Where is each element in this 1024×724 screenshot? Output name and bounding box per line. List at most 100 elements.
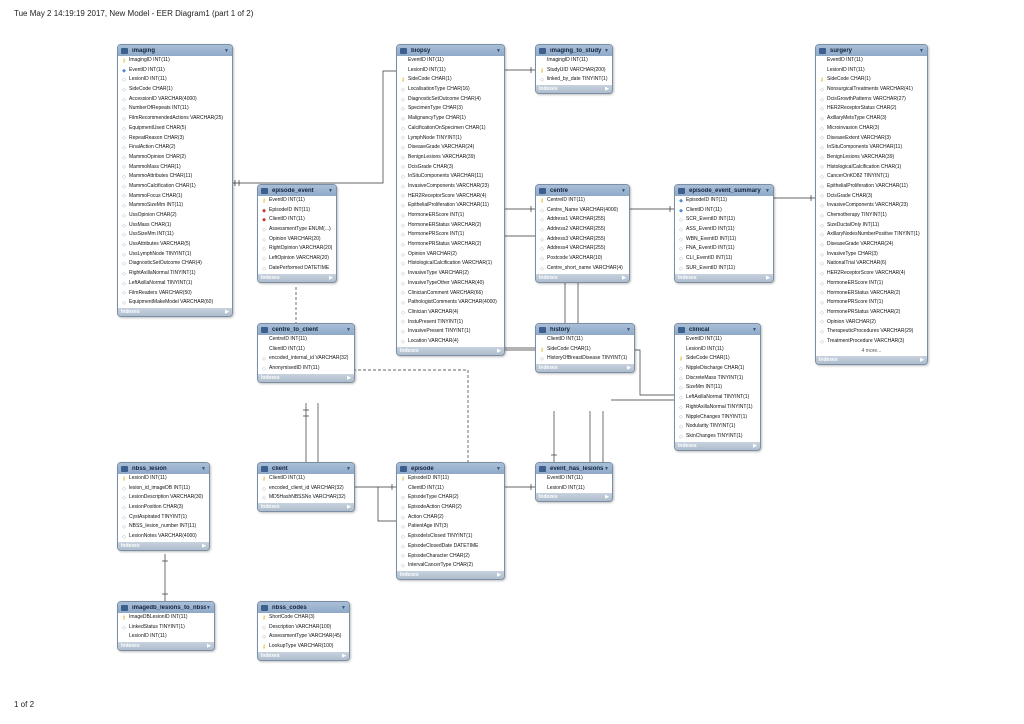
- table-header[interactable]: episode▼: [397, 463, 504, 474]
- table-episode-event[interactable]: episode_event▼⚷EventID INT(11)◆EpisodeID…: [257, 184, 337, 283]
- column-row[interactable]: EventID INT(11): [675, 335, 760, 345]
- column-row[interactable]: ◇HistologicalCalcification VARCHAR(1): [397, 259, 504, 269]
- column-row[interactable]: ◇NumberOfRepeats INT(11): [118, 104, 232, 114]
- table-clinical[interactable]: clinical▼EventID INT(11)LesionID INT(11)…: [674, 323, 761, 451]
- column-row[interactable]: ◇SizeDuctalOnly INT(11): [816, 221, 927, 231]
- table-header[interactable]: imaging▼: [118, 45, 232, 56]
- column-row[interactable]: EventID INT(11): [536, 474, 612, 484]
- column-row[interactable]: ◇MammoOpinion CHAR(2): [118, 153, 232, 163]
- expand-arrow-icon[interactable]: ▶: [605, 494, 609, 501]
- expand-arrow-icon[interactable]: ▶: [347, 374, 351, 381]
- column-row[interactable]: ◆ClientID INT(11): [675, 206, 773, 216]
- column-row[interactable]: ◇IntervalCancerType CHAR(2): [397, 561, 504, 571]
- column-row[interactable]: ◇RepeatReason CHAR(3): [118, 134, 232, 144]
- indexes-bar[interactable]: Indexes▶: [258, 373, 354, 382]
- column-row[interactable]: ◇DiagnosticSetOutcome CHAR(4): [397, 95, 504, 105]
- expand-arrow-icon[interactable]: ▶: [497, 571, 501, 578]
- column-row[interactable]: ◇InSituComponents VARCHAR(11): [816, 143, 927, 153]
- indexes-bar[interactable]: Indexes▶: [118, 541, 209, 550]
- indexes-bar[interactable]: Indexes▶: [536, 85, 612, 94]
- column-row[interactable]: ◇Nodularity TINYINT(1): [675, 422, 760, 432]
- expand-arrow-icon[interactable]: ▶: [627, 365, 631, 372]
- column-row[interactable]: ◇Chemotherapy TINYINT(1): [816, 211, 927, 221]
- column-row[interactable]: ◇LeftAxillaNormal TINYINT(1): [118, 279, 232, 289]
- column-row[interactable]: ◇RightOpinion VARCHAR(20): [258, 244, 336, 254]
- column-row[interactable]: ◇MammoMass CHAR(1): [118, 163, 232, 173]
- column-row[interactable]: ◇UssMass CHAR(1): [118, 221, 232, 231]
- collapse-arrow-icon[interactable]: ▼: [224, 47, 229, 54]
- column-row[interactable]: ◇InstuPresent TINYINT(1): [397, 318, 504, 328]
- column-row[interactable]: ◇SCR_EventID INT(11): [675, 215, 773, 225]
- column-row[interactable]: ⚷LookupType VARCHAR(100): [258, 642, 349, 652]
- column-row[interactable]: ◇PatientAge INT(3): [397, 522, 504, 532]
- indexes-bar[interactable]: Indexes▶: [675, 441, 760, 450]
- column-row[interactable]: ◇NippleDischarge CHAR(1): [675, 364, 760, 374]
- column-row[interactable]: ◇DiseaseExtent VARCHAR(3): [816, 134, 927, 144]
- column-row[interactable]: ◇BenignLesions VARCHAR(39): [397, 153, 504, 163]
- column-row[interactable]: ◇InvasivePresent TINYINT(1): [397, 327, 504, 337]
- column-row[interactable]: ◇RightAxillaNormal TINYINT(1): [675, 403, 760, 413]
- more-columns-label[interactable]: 4 more...: [861, 347, 882, 354]
- column-row[interactable]: ◇HormoneERScore INT(1): [816, 279, 927, 289]
- indexes-bar[interactable]: Indexes▶: [258, 503, 354, 512]
- table-client[interactable]: client▼⚷ClientID INT(11)◇encoded_client_…: [257, 462, 355, 513]
- column-row[interactable]: ◇MammoFocus CHAR(1): [118, 192, 232, 202]
- column-row[interactable]: ◇EquipmentUsed CHAR(5): [118, 124, 232, 134]
- column-row[interactable]: ◇Postcode VARCHAR(10): [536, 254, 629, 264]
- column-row[interactable]: ◇MalignancyType CHAR(1): [397, 114, 504, 124]
- column-row[interactable]: ◇DcisGrade CHAR(3): [816, 192, 927, 202]
- column-row[interactable]: ⚷SideCode CHAR(1): [675, 354, 760, 364]
- column-row[interactable]: ◇ASS_EventID INT(11): [675, 225, 773, 235]
- column-row[interactable]: ◇DiseaseGrade VARCHAR(24): [397, 143, 504, 153]
- expand-arrow-icon[interactable]: ▶: [207, 643, 211, 650]
- column-row[interactable]: ⚷EventID INT(11): [258, 196, 336, 206]
- column-row[interactable]: ◇UssAttributes VARCHAR(5): [118, 240, 232, 250]
- column-row[interactable]: ◇DiscreteMass TINYINT(1): [675, 374, 760, 384]
- column-row[interactable]: ◇Action CHAR(2): [397, 513, 504, 523]
- expand-arrow-icon[interactable]: ▶: [225, 308, 229, 315]
- expand-arrow-icon[interactable]: ▶: [920, 356, 924, 363]
- collapse-arrow-icon[interactable]: ▼: [201, 465, 206, 472]
- expand-arrow-icon[interactable]: ▶: [497, 347, 501, 354]
- column-row[interactable]: ⚷SideCode CHAR(1): [536, 345, 634, 355]
- column-row[interactable]: ◇Address2 VARCHAR(255): [536, 225, 629, 235]
- column-row[interactable]: EventID INT(11): [816, 56, 927, 66]
- table-surgery[interactable]: surgery▼EventID INT(11)LesionID INT(11)⚷…: [815, 44, 928, 365]
- column-row[interactable]: ClientID INT(11): [536, 335, 634, 345]
- column-row[interactable]: ◇LocalisationType CHAR(16): [397, 85, 504, 95]
- column-row[interactable]: ◇Opinion VARCHAR(2): [816, 318, 927, 328]
- column-row[interactable]: ◇LesionDescription VARCHAR(30): [118, 493, 209, 503]
- table-imagedb-lesions-to-nbss[interactable]: imagedb_lesions_to_nbss▼⚷ImageDBLesionID…: [117, 601, 215, 652]
- column-row[interactable]: ◇HistologicalCalcification CHAR(1): [816, 163, 927, 173]
- expand-arrow-icon[interactable]: ▶: [605, 86, 609, 93]
- column-row[interactable]: ◇HER2ReceptorStatus CHAR(2): [816, 104, 927, 114]
- table-header[interactable]: centre▼: [536, 185, 629, 196]
- column-row[interactable]: ◇NonsurgicalTreatments VARCHAR(41): [816, 85, 927, 95]
- column-row[interactable]: ⚷ClientID INT(11): [258, 474, 354, 484]
- column-row[interactable]: ◇Opinion VARCHAR(2): [397, 250, 504, 260]
- column-row[interactable]: ◇SizeMm INT(11): [675, 383, 760, 393]
- expand-arrow-icon[interactable]: ▶: [342, 652, 346, 659]
- column-row[interactable]: LesionID INT(11): [397, 66, 504, 76]
- table-header[interactable]: clinical▼: [675, 324, 760, 335]
- column-row[interactable]: ◇DiagnosticSetOutcome CHAR(4): [118, 259, 232, 269]
- column-row[interactable]: ◇EpithelialProliferation VARCHAR(11): [816, 182, 927, 192]
- table-nbss-codes[interactable]: nbss_codes▼⚷ShortCode CHAR(3)◇Descriptio…: [257, 601, 350, 661]
- column-row[interactable]: ◇Centre_short_name VARCHAR(4): [536, 264, 629, 274]
- column-row[interactable]: LesionID INT(11): [816, 66, 927, 76]
- indexes-bar[interactable]: Indexes▶: [118, 307, 232, 316]
- column-row[interactable]: ◇LesionID INT(11): [118, 75, 232, 85]
- column-row[interactable]: ◇Description VARCHAR(100): [258, 623, 349, 633]
- table-biopsy[interactable]: biopsy▼EventID INT(11)LesionID INT(11)⚷S…: [396, 44, 505, 356]
- column-row[interactable]: ◇RightAxillaNormal TINYINT(1): [118, 269, 232, 279]
- column-row[interactable]: ◇WBN_EventID INT(11): [675, 235, 773, 245]
- column-row[interactable]: ◇CystAspirated TINYINT(1): [118, 513, 209, 523]
- column-row[interactable]: ⚷ImagingID INT(11): [118, 56, 232, 66]
- column-row[interactable]: ◇EpisodeAction CHAR(2): [397, 503, 504, 513]
- column-row[interactable]: ◇Opinion VARCHAR(20): [258, 235, 336, 245]
- column-row[interactable]: LesionID INT(11): [118, 632, 214, 642]
- column-row[interactable]: ◇Address1 VARCHAR(255): [536, 215, 629, 225]
- column-row[interactable]: ◇InSituComponents VARCHAR(11): [397, 172, 504, 182]
- column-row[interactable]: ImagingID INT(11): [536, 56, 612, 66]
- column-row[interactable]: ◇HormonePRScore INT(1): [816, 298, 927, 308]
